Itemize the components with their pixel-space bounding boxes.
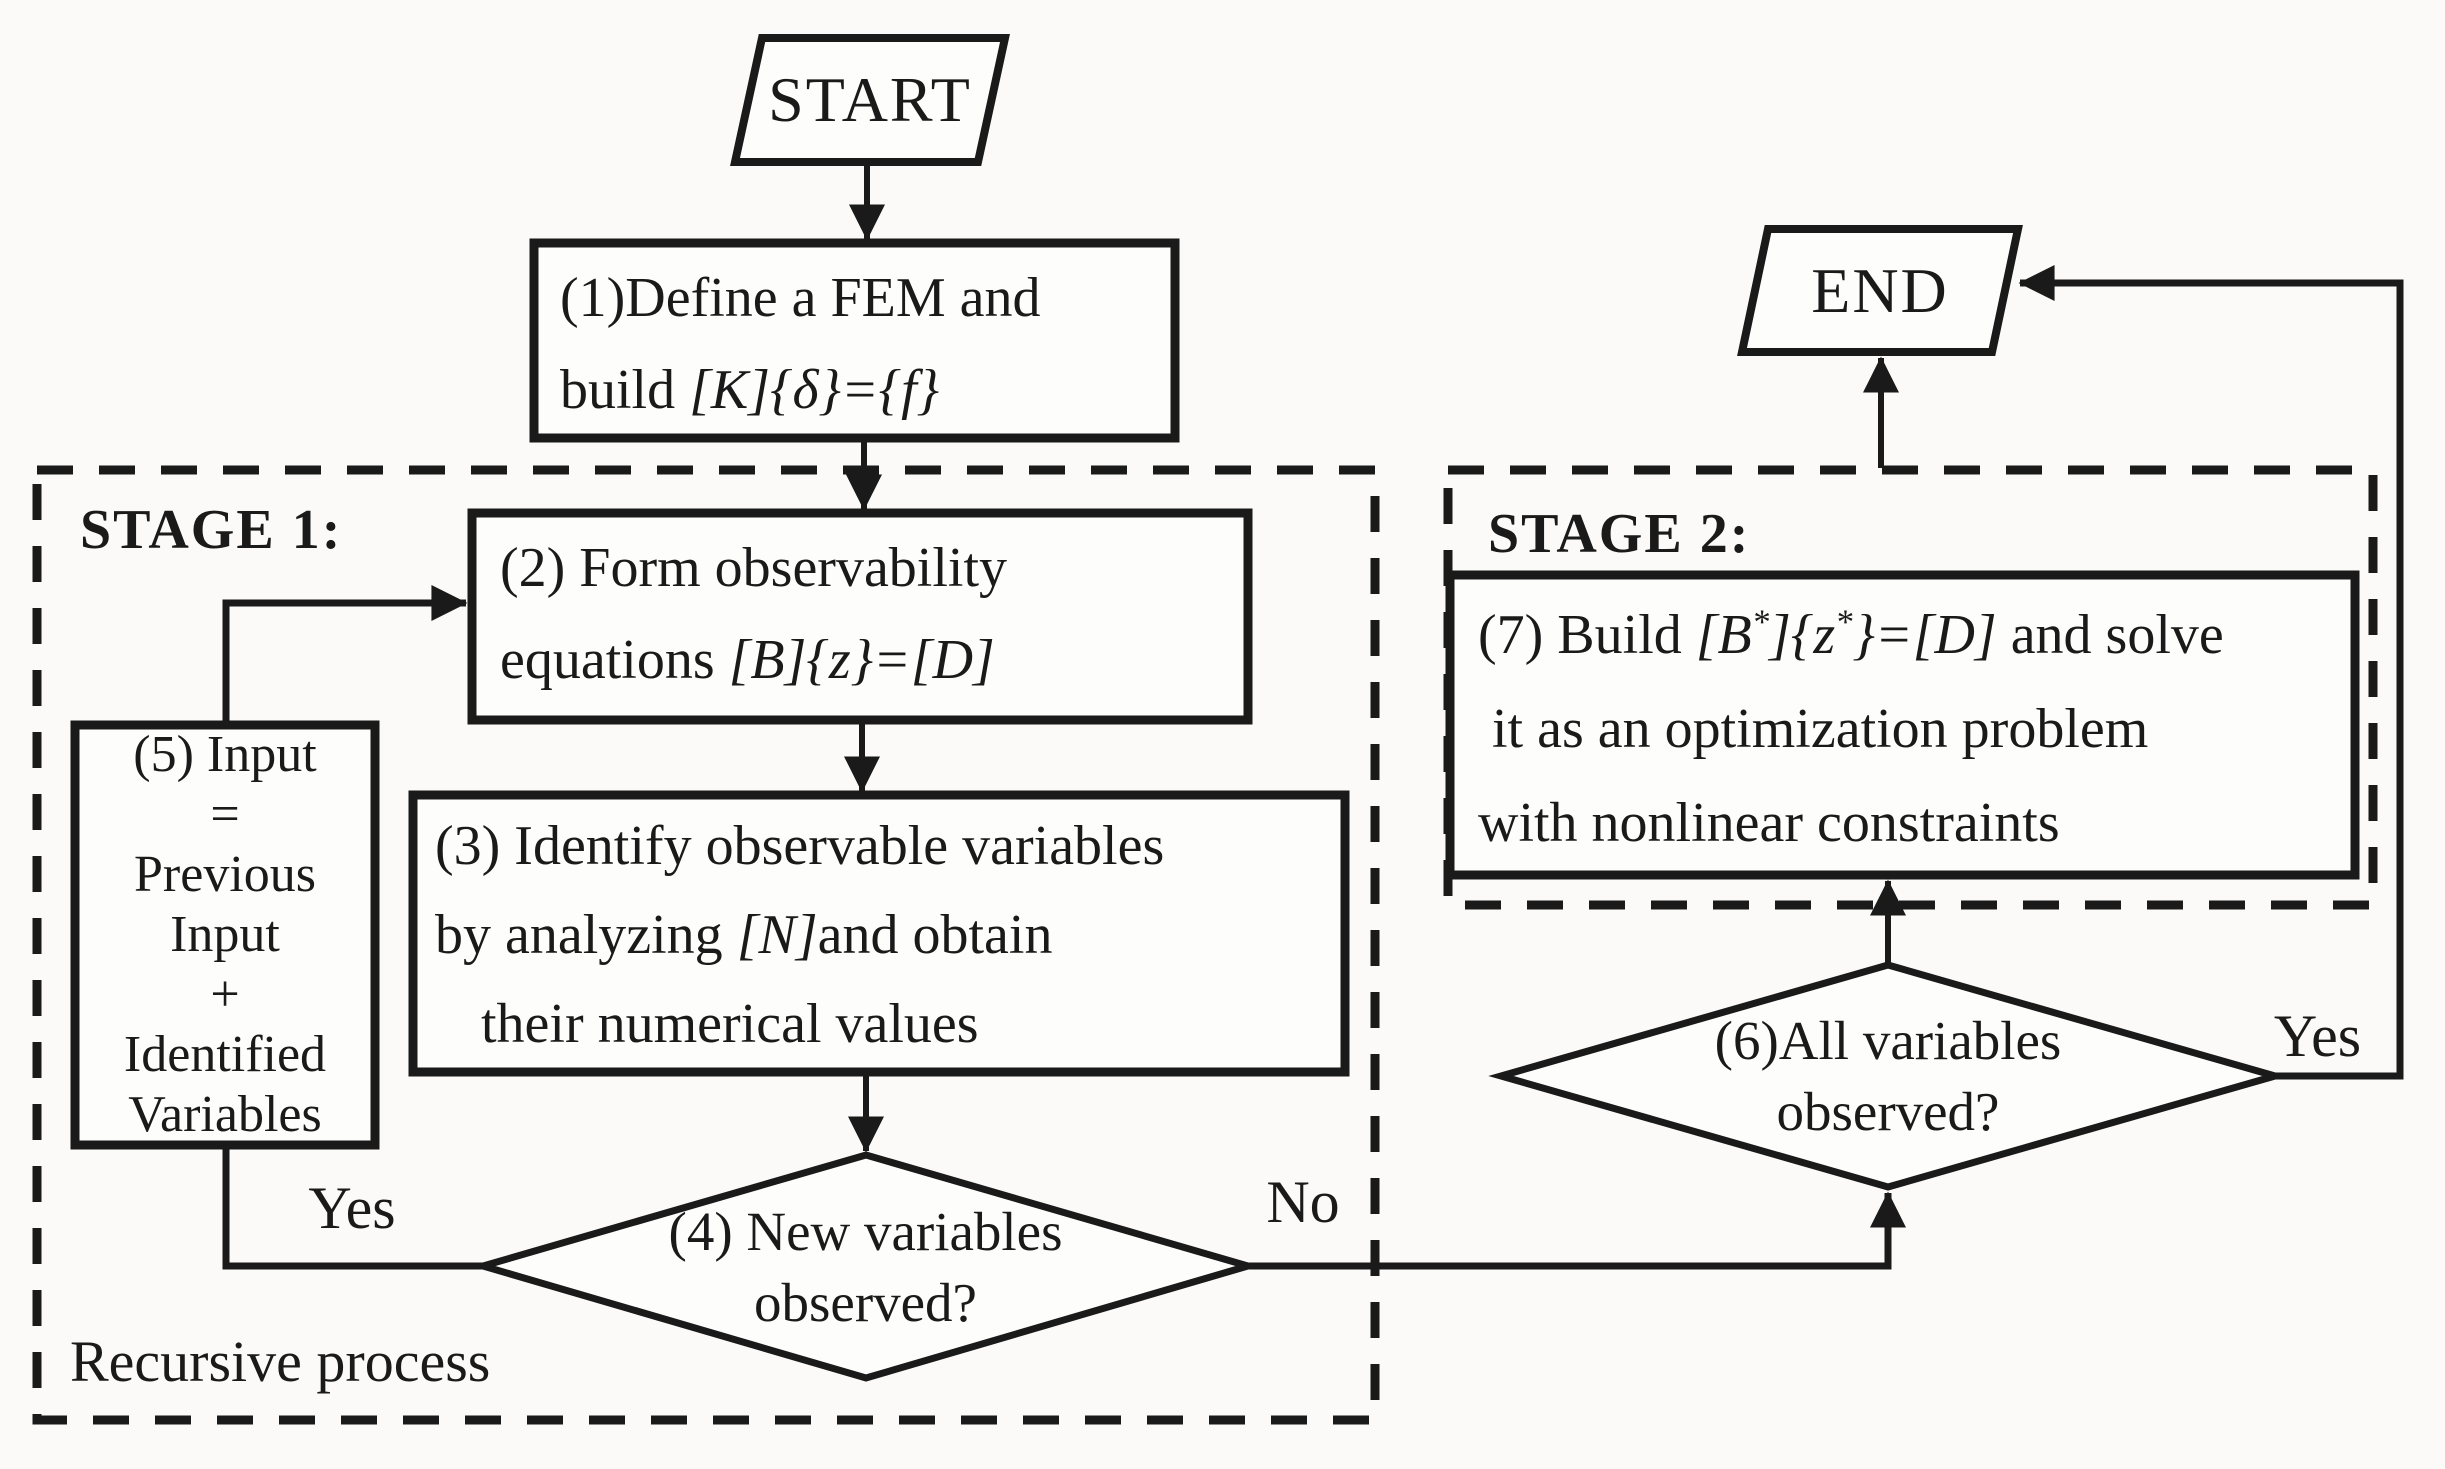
stage1-dashed-container xyxy=(32,465,1380,1425)
box1-text: (1)Define a FEM and build [K]{δ}={f} xyxy=(560,252,1160,436)
edge-diamond6-yes-to-end xyxy=(2018,265,2404,1080)
process-box-2 xyxy=(467,508,1253,725)
stage1-label: STAGE 1: xyxy=(80,499,343,561)
start-terminator xyxy=(730,34,1010,166)
box5-line4: Input xyxy=(170,906,280,963)
box5-line7: Variables xyxy=(128,1086,322,1143)
box1-line2: build [K]{δ}={f} xyxy=(560,359,940,421)
box7-text: (7) Build [B*]{z*}=[D] and solve it as a… xyxy=(1478,588,2338,870)
diamond6-text: (6)All variables observed? xyxy=(1501,965,2275,1187)
edge-diamond4-no-to-diamond6 xyxy=(1248,1191,1906,1270)
box1-line1: (1)Define a FEM and xyxy=(560,267,1041,329)
no-label: No xyxy=(1266,1168,1340,1235)
recursive-process-label: Recursive process xyxy=(70,1329,491,1394)
edge-box5-to-box2 xyxy=(222,585,468,723)
yes-label-right: Yes xyxy=(2273,1002,2362,1069)
box5-line6: Identified xyxy=(123,1026,327,1083)
process-box-1 xyxy=(529,238,1180,443)
process-box-3 xyxy=(408,790,1350,1077)
decision-diamond-4 xyxy=(470,1151,1261,1382)
box2-line2: equations [B]{z}=[D] xyxy=(500,629,995,691)
diamond4-line2: observed? xyxy=(754,1271,977,1333)
process-box-7 xyxy=(1445,570,2360,880)
end-terminator xyxy=(1737,225,2023,356)
diamond6-line1: (6)All variables xyxy=(1714,1010,2062,1071)
stage2-label: STAGE 2: xyxy=(1488,503,1751,565)
box7-line3: with nonlinear constraints xyxy=(1478,792,2060,854)
yes-label-left: Yes xyxy=(308,1174,396,1241)
box3-line2: by analyzing [N]and obtain xyxy=(435,904,1053,966)
diamond6-line2: observed? xyxy=(1776,1081,2000,1142)
box7-line2: it as an optimization problem xyxy=(1492,698,2149,760)
diamond4-line1: (4) New variables xyxy=(668,1200,1063,1262)
box5-text: (5) Input = Previous Input + Identified … xyxy=(75,725,375,1145)
box5-line1: (5) Input xyxy=(133,726,317,783)
box7-line1: (7) Build [B*]{z*}=[D] and solve xyxy=(1478,602,2224,666)
diamond4-text: (4) New variables observed? xyxy=(483,1155,1248,1378)
box5-line5: + xyxy=(210,966,240,1023)
process-box-5 xyxy=(70,720,380,1150)
box2-text: (2) Form observability equations [B]{z}=… xyxy=(500,522,1240,706)
box3-line1: (3) Identify observable variables xyxy=(435,815,1165,877)
box3-text: (3) Identify observable variables by ana… xyxy=(435,802,1335,1069)
edge-diamond4-yes-to-box5 xyxy=(222,1147,483,1270)
start-label: START xyxy=(768,64,972,135)
box5-line3: Previous xyxy=(134,846,316,903)
end-label: END xyxy=(1811,254,1949,326)
box2-line1: (2) Form observability xyxy=(500,537,1008,599)
decision-diamond-6 xyxy=(1488,961,2288,1191)
box5-line2: = xyxy=(210,786,240,843)
box3-line3: their numerical values xyxy=(481,993,979,1055)
